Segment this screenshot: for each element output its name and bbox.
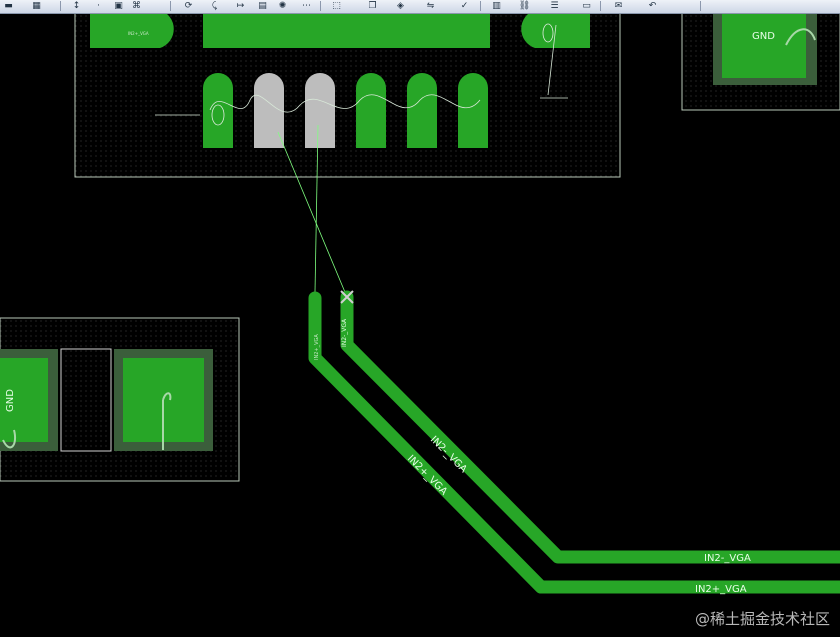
pad-mount-left[interactable]: [90, 10, 174, 48]
ratsnest-lines: [277, 124, 348, 298]
flip-icon[interactable]: ⇋: [426, 1, 435, 11]
route-icon[interactable]: ↕: [72, 1, 81, 11]
net-loop-left: [211, 104, 225, 126]
connector-mount-tab: [203, 10, 490, 48]
net-icon[interactable]: ⌘: [132, 1, 141, 11]
array-icon[interactable]: ⋯: [302, 1, 311, 11]
trace-label-diag-bottom: IN2+_VGA: [405, 453, 449, 497]
grid-icon[interactable]: ▤: [258, 1, 267, 11]
measure-icon[interactable]: ↦: [236, 1, 245, 11]
trace-label-bottom: IN2+_VGA: [695, 584, 747, 595]
pad-left-a[interactable]: [0, 358, 48, 442]
diff-pair-traces[interactable]: IN2-_VGA IN2+_VGA IN2-_VGA IN2+_VGA IN2-…: [308, 290, 840, 595]
toolbar-separator: [60, 1, 61, 11]
panel-icon[interactable]: ▭: [582, 1, 591, 11]
pad-a-squiggle: [2, 429, 16, 449]
rotate-icon[interactable]: ⟳: [184, 1, 193, 11]
component-ref: IN2+_VGA: [128, 31, 149, 36]
pad-5[interactable]: [407, 73, 437, 148]
net-loop-right: [542, 23, 554, 43]
watermark: @稀土掘金技术社区: [694, 610, 830, 628]
net-squiggle: [155, 24, 568, 116]
gnd-label-left: GND: [5, 389, 16, 412]
gnd-pad-inner: [722, 12, 806, 78]
view3d-icon[interactable]: ◈: [397, 1, 404, 11]
pad-left-mid[interactable]: [60, 348, 112, 452]
toolbar: ▬ ▦ ↕ · ▣ ⌘ ⟳ ⤹ ↦ ▤ ✺ ⋯ ⬚ ❐ ◈ ⇋ ✓ ▥ ⛓ ☰ ▭ ✉ ↶: [0, 0, 840, 14]
trace-in2-pos[interactable]: [308, 291, 840, 594]
pad-4[interactable]: [356, 73, 386, 148]
light-icon[interactable]: ✺: [278, 1, 287, 11]
probe-icon[interactable]: ⤹: [211, 1, 218, 11]
report-icon[interactable]: ▥: [492, 1, 501, 11]
toolbar-separator: [320, 1, 321, 11]
connector-footprint[interactable]: IN2+_VGA: [74, 0, 621, 178]
undo-icon[interactable]: ↶: [648, 1, 657, 11]
trace-in2-neg[interactable]: [340, 290, 840, 564]
pad-3-selected[interactable]: [305, 73, 335, 148]
gnd-label-top: GND: [752, 31, 775, 42]
copy-icon[interactable]: ❐: [368, 1, 377, 11]
pad-6[interactable]: [458, 73, 488, 148]
link-icon[interactable]: ⛓: [518, 1, 531, 11]
layers-icon[interactable]: ☰: [550, 1, 559, 11]
toolbar-separator: [480, 1, 481, 11]
chip-icon[interactable]: ▦: [32, 1, 41, 11]
toolbar-separator: [600, 1, 601, 11]
trace-label-top: IN2-_VGA: [704, 553, 751, 564]
component-icon[interactable]: ▣: [114, 1, 123, 11]
gnd-squiggle: [785, 28, 816, 46]
check-icon[interactable]: ✓: [460, 1, 469, 11]
component-left[interactable]: GND: [0, 317, 240, 482]
trace-small-label-pos: IN2+_VGA: [314, 334, 320, 360]
pad-2-selected[interactable]: [254, 73, 284, 148]
pin-icon[interactable]: ·: [97, 1, 100, 11]
mail-icon[interactable]: ✉: [614, 1, 623, 11]
pad-b-squiggle: [162, 392, 172, 450]
gnd-pad-top-right[interactable]: GND: [681, 0, 840, 111]
toolbar-separator: [700, 1, 701, 11]
pad-1[interactable]: [203, 73, 233, 148]
select-icon[interactable]: ⬚: [332, 1, 341, 11]
toolbar-separator: [170, 1, 171, 11]
trace-small-label-neg: IN2-_VGA: [341, 318, 348, 347]
drc-error-marker[interactable]: [340, 290, 354, 304]
layer-icon[interactable]: ▬: [4, 1, 13, 11]
